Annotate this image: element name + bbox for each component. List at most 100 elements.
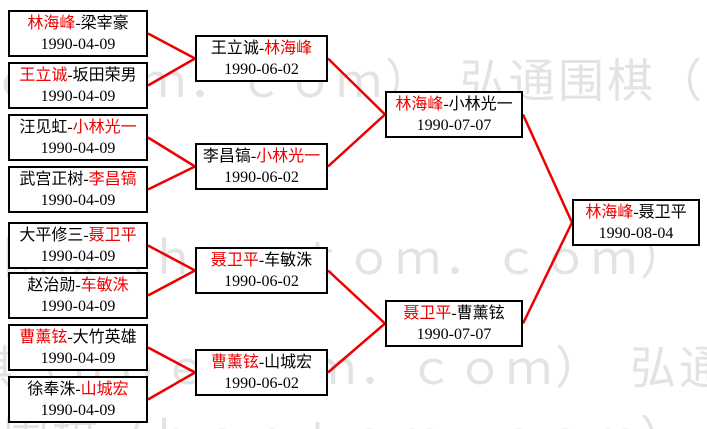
loser-player-name: 武宫正树 <box>19 170 84 188</box>
match-date: 1990-07-07 <box>416 325 492 343</box>
player-separator: - <box>83 226 89 244</box>
match-players: 曹薰铉-大竹英雄 <box>10 327 146 348</box>
match-players: 林海峰-小林光一 <box>387 94 521 115</box>
watermark-text: 弘通围棋（ｈｏｅｔｏｍ．ｃｏｍ） 弘通围棋（ｈｏｅｔｏｍ．ｃｏｍ） <box>0 402 707 429</box>
loser-player-name: 小林光一 <box>448 95 513 113</box>
match-players: 王立诚-林海峰 <box>197 38 326 59</box>
winner-player-name: 小林光一 <box>72 118 137 136</box>
player-separator: - <box>75 380 81 398</box>
connector-line <box>147 32 196 60</box>
connector-line <box>147 371 196 401</box>
winner-player-name: 聂卫平 <box>403 304 452 322</box>
match-date: 1990-06-02 <box>224 60 299 78</box>
match-players: 聂卫平-曹薰铉 <box>387 303 521 324</box>
loser-player-name: 王立诚 <box>210 39 259 57</box>
connector-line <box>147 244 196 272</box>
player-separator: - <box>67 66 73 84</box>
player-separator: - <box>443 95 449 113</box>
player-separator: - <box>633 203 639 221</box>
winner-player-name: 小林光一 <box>256 147 321 165</box>
loser-player-name: 坂田荣男 <box>72 66 137 84</box>
player-separator: - <box>67 118 73 136</box>
match-players: 聂卫平-车敏洙 <box>197 250 326 271</box>
match-players: 李昌镐-小林光一 <box>197 146 326 167</box>
loser-player-name: 汪见虹 <box>19 118 68 136</box>
loser-player-name: 曹薰铉 <box>456 304 505 322</box>
connector-line <box>327 269 386 325</box>
match-date: 1990-06-02 <box>224 272 299 290</box>
match-date: 1990-04-09 <box>40 191 116 209</box>
match-players: 林海峰-聂卫平 <box>574 202 698 223</box>
match-date: 1990-06-02 <box>224 374 299 392</box>
loser-player-name: 李昌镐 <box>202 147 251 165</box>
connector-line <box>147 57 196 87</box>
connector-line <box>327 322 386 374</box>
connector-line <box>147 165 196 191</box>
player-separator: - <box>75 14 81 32</box>
connector-line <box>327 57 386 116</box>
player-separator: - <box>75 276 81 294</box>
winner-player-name: 曹薰铉 <box>19 328 68 346</box>
match-players: 曹薰铉-山城宏 <box>197 352 326 373</box>
loser-player-name: 徐奉洙 <box>27 380 76 398</box>
loser-player-name: 聂卫平 <box>638 203 687 221</box>
match-players: 赵治勋-车敏洙 <box>10 275 146 296</box>
connector-line <box>147 136 196 168</box>
loser-player-name: 车敏洙 <box>264 251 313 269</box>
match-date: 1990-04-09 <box>40 401 116 419</box>
connector-line <box>147 269 196 297</box>
match-date: 1990-04-09 <box>40 297 116 315</box>
connector-line <box>521 113 574 224</box>
connector-line <box>147 346 196 374</box>
player-separator: - <box>83 170 89 188</box>
player-separator: - <box>258 353 265 371</box>
winner-player-name: 聂卫平 <box>210 251 259 269</box>
player-separator: - <box>451 304 457 322</box>
winner-player-name: 林海峰 <box>264 39 313 57</box>
match-date: 1990-04-09 <box>40 87 116 105</box>
loser-player-name: 山城宏 <box>264 353 313 371</box>
connector-line <box>327 113 386 168</box>
match-date: 1990-07-07 <box>416 116 492 134</box>
player-separator: - <box>67 328 73 346</box>
winner-player-name: 山城宏 <box>80 380 129 398</box>
winner-player-name: 曹薰铉 <box>210 353 259 371</box>
match-date: 1990-06-02 <box>224 168 299 186</box>
winner-player-name: 聂卫平 <box>88 226 137 244</box>
match-date: 1990-08-04 <box>598 224 674 242</box>
winner-player-name: 王立诚 <box>19 66 68 84</box>
player-separator: - <box>258 39 265 57</box>
loser-player-name: 梁宰豪 <box>80 14 129 32</box>
match-date: 1990-04-09 <box>40 35 116 53</box>
loser-player-name: 赵治勋 <box>27 276 76 294</box>
player-separator: - <box>250 147 257 165</box>
match-players: 王立诚-坂田荣男 <box>10 65 146 86</box>
winner-player-name: 林海峰 <box>27 14 76 32</box>
winner-player-name: 林海峰 <box>585 203 634 221</box>
match-players: 大平修三-聂卫平 <box>10 225 146 246</box>
match-date: 1990-04-09 <box>40 247 116 265</box>
match-date: 1990-04-09 <box>40 139 116 157</box>
player-separator: - <box>258 251 265 269</box>
winner-player-name: 车敏洙 <box>80 276 129 294</box>
connector-line <box>521 221 574 325</box>
match-players: 武宫正树-李昌镐 <box>10 169 146 190</box>
match-players: 徐奉洙-山城宏 <box>10 379 146 400</box>
match-players: 林海峰-梁宰豪 <box>10 13 146 34</box>
match-players: 汪见虹-小林光一 <box>10 117 146 138</box>
